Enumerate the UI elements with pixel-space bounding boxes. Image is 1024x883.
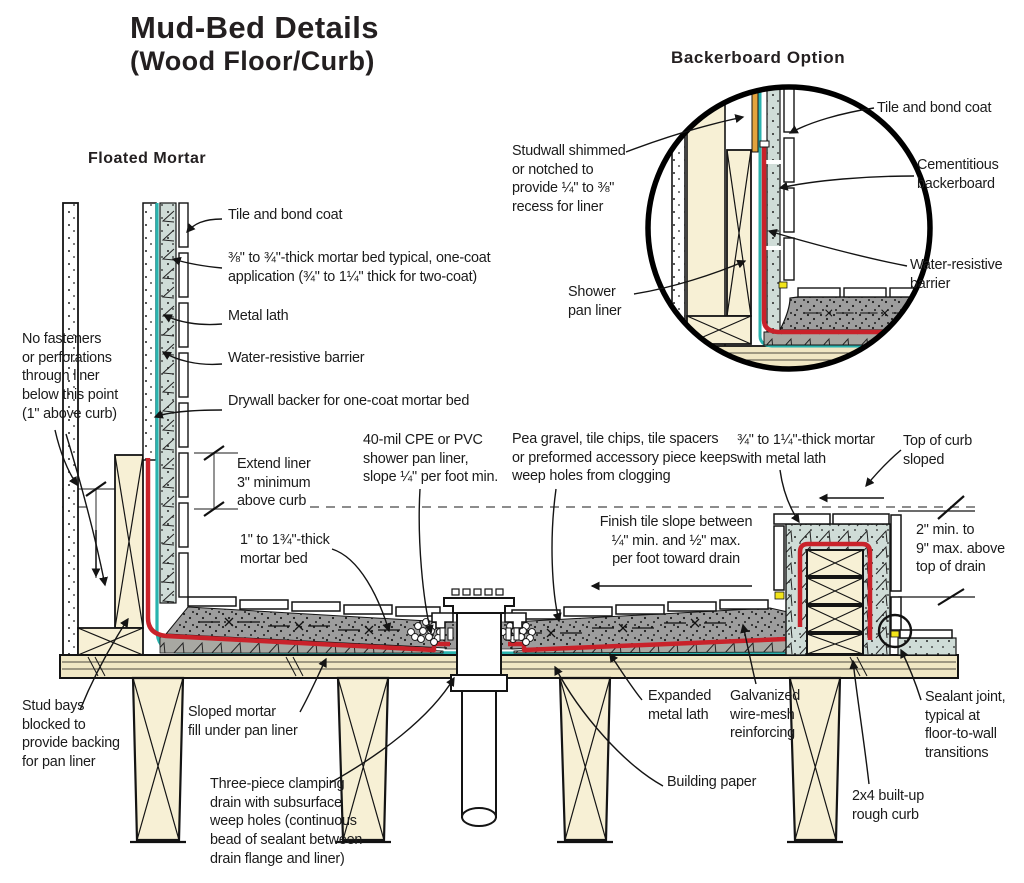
drain-riser <box>456 612 502 676</box>
label-metal-lath: Metal lath <box>228 308 289 324</box>
label-no-fasteners: No fasteners or perforations through lin… <box>22 331 118 422</box>
inset-label-backerboard: Cementitious backerboard <box>917 157 999 192</box>
wall-tiles <box>178 202 189 598</box>
curb-liner-wrap <box>797 541 873 640</box>
inset-sealant-joint <box>778 281 788 289</box>
label-expanded-metal-lath: Expanded metal lath <box>648 688 712 723</box>
drain-flange-right <box>504 612 527 629</box>
label-mortar-bed-wall: ⅜" to ¾"-thick mortar bed typical, one-c… <box>228 250 491 285</box>
label-finish-tile-slope: Finish tile slope between ¼" min. and ½"… <box>599 514 753 568</box>
inset-wall-tiles <box>783 88 795 281</box>
page-subtitle: (Wood Floor/Curb) <box>130 46 375 76</box>
sealant-joint-left <box>774 591 785 600</box>
label-pea-gravel: Pea gravel, tile chips, tile spacers or … <box>512 431 738 485</box>
label-mortar-bed-floor: 1" to 1¾"-thick mortar bed <box>240 532 330 567</box>
drain-pipe <box>461 690 497 818</box>
label-curb-height: 2" min. to 9" max. above top of drain <box>916 522 1005 576</box>
inset-label-pan-liner: Shower pan liner <box>568 284 622 319</box>
leader-lines <box>54 107 922 787</box>
label-clamping-drain: Three-piece clamping drain with subsurfa… <box>210 776 363 867</box>
sealant-joint-right <box>890 630 900 638</box>
label-drywall-backer: Drywall backer for one-coat mortar bed <box>228 393 470 409</box>
curb-assembly <box>773 513 957 656</box>
label-tile-bond-coat: Tile and bond coat <box>228 207 343 223</box>
inset-pan-liner-line <box>761 146 929 335</box>
drain-strainer <box>443 597 515 614</box>
inset-label-studwall: Studwall shimmed or notched to provide ¼… <box>512 143 626 216</box>
label-shower-pan-liner: 40-mil CPE or PVC shower pan liner, slop… <box>363 432 499 486</box>
drain-grate <box>451 588 504 596</box>
inset-label-water-barrier: Water-resistive barrier <box>910 257 1003 292</box>
main-heading: Floated Mortar <box>88 150 207 167</box>
inset-shim <box>751 88 759 153</box>
pan-liner-left <box>145 458 450 653</box>
curb-tiles <box>773 513 902 631</box>
label-sealant-joint: Sealant joint, typical at floor-to-wall … <box>925 689 1006 762</box>
inset-floor-tiles <box>797 287 929 298</box>
subfloor-and-joists <box>59 654 959 844</box>
drain-pipe-end <box>461 807 497 827</box>
floor-joists <box>130 676 843 844</box>
drain-coupling <box>450 674 508 692</box>
label-water-resistive-barrier: Water-resistive barrier <box>228 350 365 366</box>
label-top-of-curb: Top of curb sloped <box>903 433 972 468</box>
label-building-paper: Building paper <box>667 774 757 790</box>
floor-tiles <box>187 596 769 620</box>
label-curb-mortar: ¾" to 1¼"-thick mortar with metal lath <box>737 432 875 467</box>
label-wire-mesh: Galvanized wire-mesh reinforcing <box>730 688 800 742</box>
bathroom-floor-right <box>897 629 957 656</box>
label-rough-curb: 2x4 built-up rough curb <box>852 788 924 823</box>
label-stud-bays: Stud bays blocked to provide backing for… <box>22 698 120 771</box>
wood-subfloor <box>59 654 959 679</box>
inset-circle-border <box>645 84 933 372</box>
page-title: Mud-Bed Details <box>130 10 379 45</box>
curb-2x4-stack <box>806 549 864 655</box>
inset-studwall <box>686 88 726 351</box>
inset-label-tile-bond: Tile and bond coat <box>877 100 992 116</box>
sealant-detail-circle <box>877 613 913 649</box>
label-sloped-mortar-fill: Sloped mortar fill under pan liner <box>188 704 298 739</box>
label-extend-liner: Extend liner 3" minimum above curb <box>237 456 311 510</box>
clamping-drain <box>407 588 536 827</box>
inset-heading: Backerboard Option <box>671 48 846 67</box>
inset-water-barrier-line <box>758 88 929 348</box>
